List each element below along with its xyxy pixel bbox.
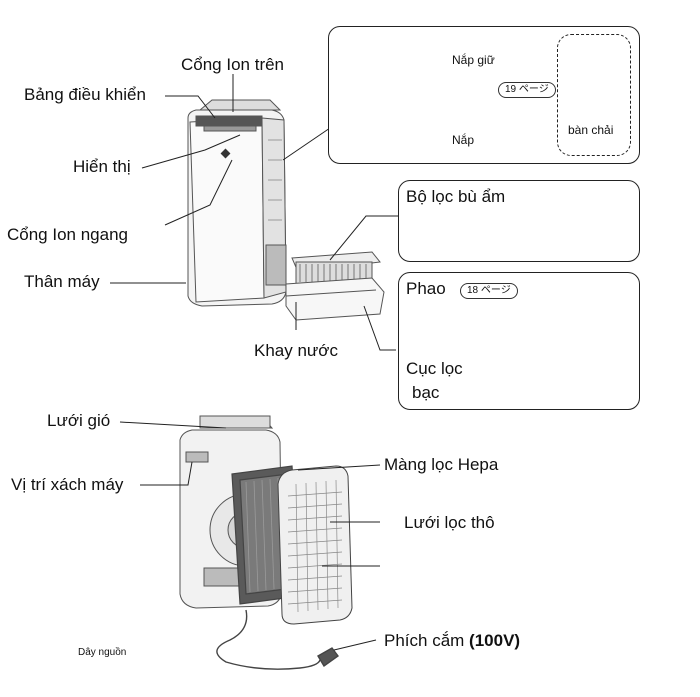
label-luoi-loc-tho: Lưới lọc thô <box>404 513 495 532</box>
label-than-may: Thân máy <box>24 272 100 291</box>
pre-filter-mesh <box>287 479 343 613</box>
label-mang-loc-hepa: Màng lọc Hepa <box>384 455 499 474</box>
label-luoi-gio: Lưới gió <box>47 411 111 430</box>
label-nap: Nắp <box>452 133 475 147</box>
label-vi-tri-xach-may: Vị trí xách máy <box>11 475 124 494</box>
label-bang-dieu-khien: Bảng điều khiển <box>24 85 146 104</box>
power-cord-illustration <box>216 609 339 670</box>
purifier-front-illustration <box>187 99 287 307</box>
label-day-nguon: Dây nguồn <box>78 647 127 658</box>
humidifier-filter-inset <box>398 180 640 262</box>
pre-filter-illustration <box>277 465 353 625</box>
label-phao: Phao <box>406 279 446 298</box>
page-ref-19[interactable]: 19 ページ <box>498 82 556 98</box>
label-nap-giu: Nắp giữ <box>452 53 495 67</box>
label-phich-cam-text: Phích cắm <box>384 631 465 650</box>
label-bac: bạc <box>412 383 440 402</box>
brush-detail-inset <box>557 34 631 156</box>
label-hien-thi: Hiển thị <box>73 157 131 176</box>
label-cuc-loc: Cục lọc <box>406 359 463 378</box>
water-tray-illustration <box>285 277 385 321</box>
label-khay-nuoc: Khay nước <box>254 341 338 360</box>
label-ban-chai: bàn chải <box>568 123 614 137</box>
label-cong-ion-tren: Cổng Ion trên <box>181 55 285 74</box>
page-ref-18[interactable]: 18 ページ <box>460 283 518 299</box>
float-silver-filter-inset <box>398 272 640 410</box>
label-bo-loc-bu-am: Bộ lọc bù ẩm <box>406 187 506 206</box>
label-phich-cam-volt: (100V) <box>469 631 521 650</box>
label-cong-ion-ngang: Cổng Ion ngang <box>7 225 128 244</box>
label-phich-cam: Phích cắm (100V) <box>384 632 520 649</box>
